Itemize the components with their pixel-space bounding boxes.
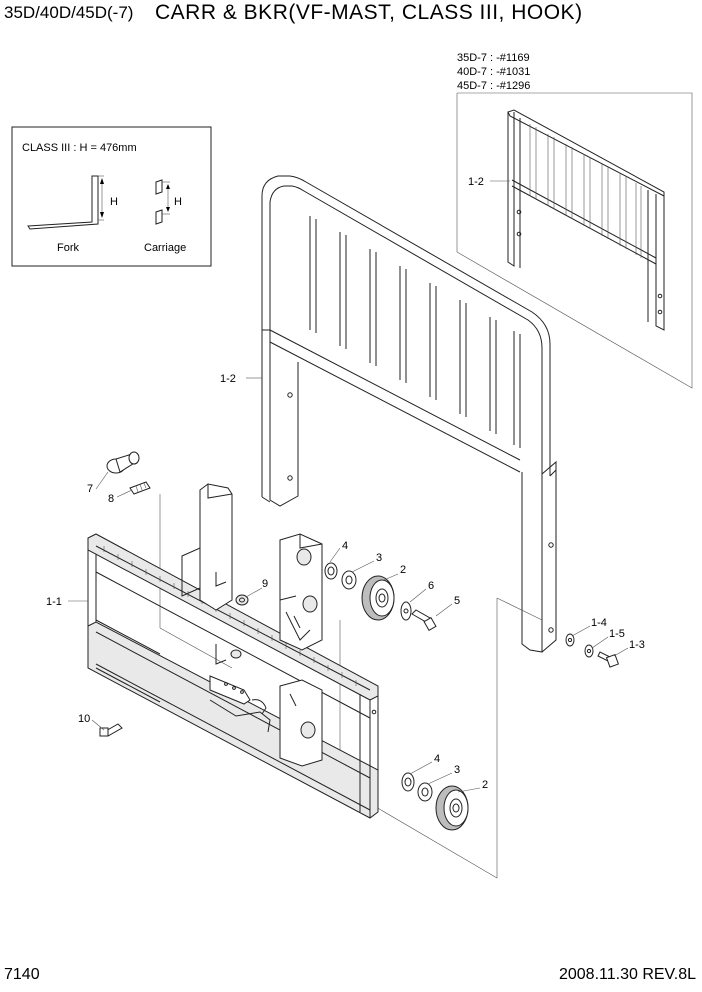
callout-9: 9 <box>262 578 268 590</box>
carriage-label: Carriage <box>144 242 186 254</box>
pin-8 <box>129 481 151 495</box>
shim-4-upper <box>324 562 338 580</box>
fork-label: Fork <box>57 242 80 254</box>
callout-2-upper: 2 <box>400 564 406 576</box>
right-roller-bracket <box>279 533 323 767</box>
class-detail-title: CLASS III : H = 476mm <box>22 142 137 154</box>
callout-1-5: 1-5 <box>609 628 625 640</box>
washer-6 <box>400 601 412 621</box>
callout-7: 7 <box>87 483 93 495</box>
fork-dim-label: H <box>110 196 118 208</box>
callout-4-lower: 4 <box>434 753 440 765</box>
class-detail-box: CLASS III : H = 476mm H H Fork Carriage <box>11 126 212 267</box>
callout-1-3: 1-3 <box>629 639 645 651</box>
callouts: 4 3 2 6 5 4 3 2 7 8 9 10 1-4 1-5 1-3 <box>78 471 645 793</box>
callout-3-upper: 3 <box>376 552 382 564</box>
callout-5: 5 <box>454 595 460 607</box>
callout-3-lower: 3 <box>454 764 460 776</box>
carriage <box>87 533 379 819</box>
serial-box: 35D-7 : -#1169 40D-7 : -#1031 45D-7 : -#… <box>456 52 693 389</box>
washer-1-5 <box>584 644 594 658</box>
callout-2-lower: 2 <box>482 779 488 791</box>
callout-4-upper: 4 <box>342 540 348 552</box>
nut-9 <box>235 594 249 606</box>
callout-1-4: 1-4 <box>591 617 607 629</box>
callout-6: 6 <box>428 580 434 592</box>
page-title: CARR & BKR(VF-MAST, CLASS III, HOOK) <box>155 1 583 24</box>
page-number: 7140 <box>4 966 40 983</box>
spacer-3-upper <box>341 570 357 590</box>
callout-10: 10 <box>78 713 90 725</box>
fork-sketch: H <box>27 175 118 230</box>
left-roller-bracket <box>181 483 267 715</box>
reference-line <box>159 627 233 669</box>
alt-backrest-drawing <box>507 109 665 331</box>
lower-roller-set <box>401 772 469 831</box>
alt-backrest-callout: 1-2 <box>468 176 484 188</box>
nut-on-carriage <box>230 649 242 659</box>
serial-line-1: 35D-7 : -#1169 <box>457 52 530 64</box>
reference-line <box>363 598 498 879</box>
callout-8: 8 <box>108 493 114 505</box>
washer-1-4 <box>565 633 575 647</box>
shim-4-lower <box>401 772 415 792</box>
reference-line <box>496 597 543 621</box>
upper-roller-set <box>324 562 437 632</box>
serial-line-3: 45D-7 : -#1296 <box>457 80 530 92</box>
stopper-7 <box>106 451 140 474</box>
bolt-1-3 <box>597 651 620 668</box>
load-backrest <box>261 175 557 653</box>
carriage-sketch: H <box>155 179 182 225</box>
callout-1-2: 1-2 <box>220 373 236 385</box>
bolt-10 <box>99 723 123 737</box>
carriage-dim-label: H <box>174 196 182 208</box>
serial-line-2: 40D-7 : -#1031 <box>457 66 530 78</box>
callout-1-1: 1-1 <box>46 596 62 608</box>
spacer-3-lower <box>417 782 433 802</box>
bolt-5 <box>411 609 437 632</box>
model-code: 35D/40D/45D(-7) <box>4 3 134 22</box>
revision-date: 2008.11.30 REV.8L <box>558 966 696 983</box>
